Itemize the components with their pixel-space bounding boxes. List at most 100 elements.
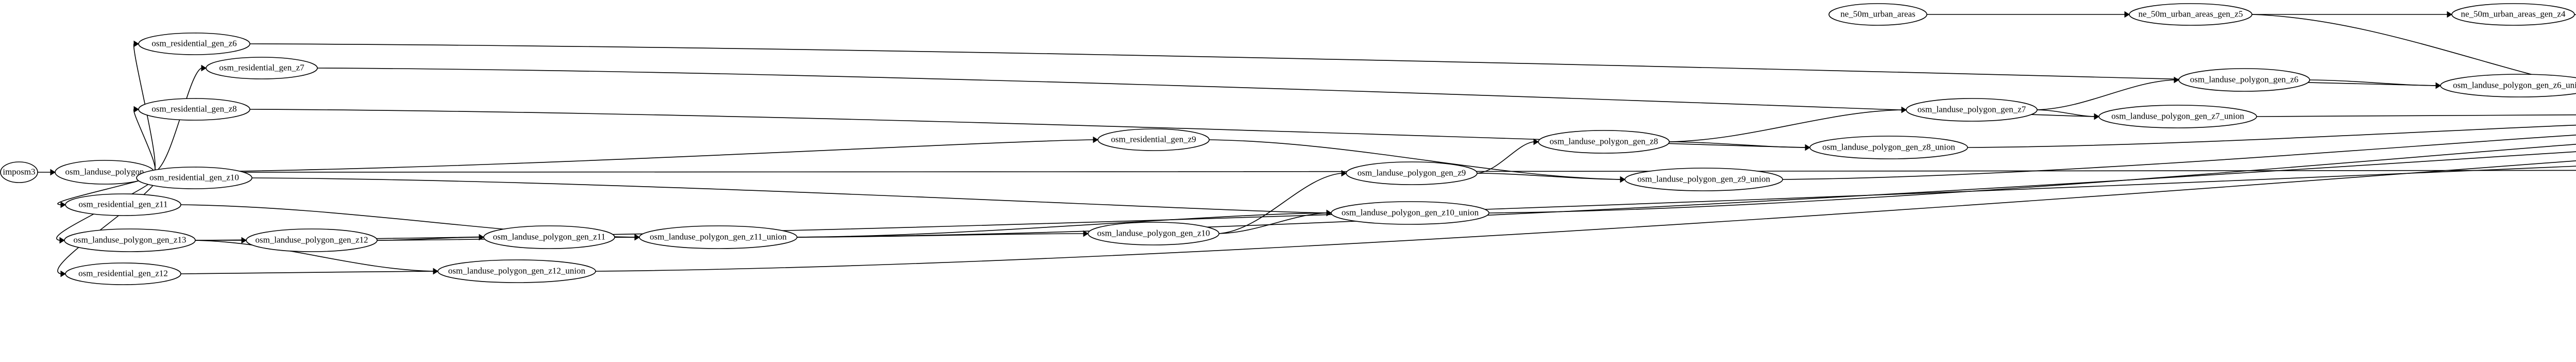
- node-osm_landuse_polygon_gen_z6_union[interactable]: osm_landuse_polygon_gen_z6_union: [2440, 74, 2576, 97]
- node-osm_landuse_polygon_gen_z9_union[interactable]: osm_landuse_polygon_gen_z9_union: [1624, 168, 1783, 191]
- node-shape: [1538, 130, 1670, 154]
- arrowhead: [1533, 138, 1539, 145]
- arrowhead: [2094, 113, 2099, 120]
- node-label: osm_landuse_polygon_gen_z11: [493, 232, 605, 241]
- node-layer: imposm3 osm_landuse_polygon osm_residentia…: [0, 3, 2576, 285]
- node-label: ne_50m_urban_areas_gen_z5: [2139, 9, 2243, 19]
- edge-osm_landuse_polygon-to-osm_residential_gen_z9: [154, 139, 1094, 173]
- arrowhead: [59, 237, 65, 244]
- arrowhead: [60, 201, 66, 208]
- node-osm_residential_gen_z10[interactable]: osm_residential_gen_z10: [136, 167, 252, 189]
- node-shape: [1624, 168, 1783, 191]
- node-label: osm_landuse_polygon_gen_z7_union: [2111, 111, 2244, 121]
- node-osm_landuse_polygon_gen_z7[interactable]: osm_landuse_polygon_gen_z7: [1906, 98, 2038, 122]
- node-osm_landuse_polygon_gen_z8_union[interactable]: osm_landuse_polygon_gen_z8_union: [1809, 136, 1968, 159]
- node-label: osm_residential_gen_z12: [78, 268, 168, 278]
- arrowhead: [60, 270, 66, 277]
- edge-osm_landuse_polygon_gen_z8_union-to-layer_landuse_z8: [1967, 124, 2576, 148]
- node-label: osm_landuse_polygon_gen_z12: [255, 235, 368, 244]
- node-ne_50m_urban_areas[interactable]: ne_50m_urban_areas: [1828, 3, 1927, 26]
- node-shape: [483, 225, 615, 249]
- node-label: osm_landuse_polygon_gen_z7: [1918, 104, 2026, 114]
- node-imposm3[interactable]: imposm3: [0, 161, 38, 183]
- node-osm_residential_gen_z11[interactable]: osm_residential_gen_z11: [65, 193, 181, 216]
- node-shape: [2129, 3, 2252, 26]
- arrowhead: [133, 40, 139, 47]
- node-label: osm_residential_gen_z9: [1111, 134, 1196, 144]
- node-label: imposm3: [3, 167, 35, 176]
- node-shape: [1346, 161, 1478, 185]
- node-shape: [136, 167, 252, 189]
- node-osm_residential_gen_z7[interactable]: osm_residential_gen_z7: [206, 57, 318, 79]
- node-label: osm_residential_gen_z10: [149, 172, 239, 182]
- node-osm_residential_gen_z9[interactable]: osm_residential_gen_z9: [1097, 128, 1210, 151]
- node-osm_landuse_polygon_gen_z11_union[interactable]: osm_landuse_polygon_gen_z11_union: [639, 225, 798, 249]
- node-osm_residential_gen_z6[interactable]: osm_residential_gen_z6: [138, 32, 250, 55]
- arrowhead: [1093, 136, 1098, 143]
- arrowhead: [133, 106, 139, 113]
- node-shape: [2098, 105, 2257, 128]
- node-osm_landuse_polygon_gen_z9[interactable]: osm_landuse_polygon_gen_z9: [1346, 161, 1478, 185]
- node-label: osm_landuse_polygon_gen_z6: [2190, 74, 2299, 84]
- node-osm_landuse_polygon_gen_z10_union[interactable]: osm_landuse_polygon_gen_z10_union: [1331, 201, 1489, 225]
- node-osm_landuse_polygon_gen_z6[interactable]: osm_landuse_polygon_gen_z6: [2178, 68, 2310, 92]
- edge-osm_residential_gen_z12-to-osm_landuse_polygon_gen_z12_union: [180, 271, 434, 274]
- arrowhead: [50, 169, 56, 176]
- node-label: osm_landuse_polygon_gen_z12_union: [448, 266, 586, 275]
- node-osm_landuse_polygon_gen_z12_union[interactable]: osm_landuse_polygon_gen_z12_union: [437, 259, 596, 283]
- edge-osm_landuse_polygon_gen_z12_union-to-layer_landuse_z12: [595, 160, 2576, 272]
- edge-osm_landuse_polygon_gen_z9-to-osm_landuse_polygon_gen_z8: [1477, 141, 1534, 174]
- node-shape: [1809, 136, 1968, 159]
- node-osm_landuse_polygon_gen_z13[interactable]: osm_landuse_polygon_gen_z13: [64, 228, 196, 252]
- edge-layer: [38, 11, 2576, 277]
- arrowhead: [1341, 170, 1347, 177]
- node-shape: [1088, 222, 1219, 245]
- node-osm_landuse_polygon_gen_z10[interactable]: osm_landuse_polygon_gen_z10: [1088, 222, 1219, 245]
- node-osm_landuse_polygon_gen_z8[interactable]: osm_landuse_polygon_gen_z8: [1538, 130, 1670, 154]
- arrowhead: [1620, 176, 1625, 183]
- edge-osm_residential_gen_z10-to-osm_landuse_polygon_gen_z10_union: [251, 177, 1327, 213]
- arrowhead: [634, 234, 640, 241]
- node-shape: [639, 225, 798, 249]
- node-shape: [138, 32, 250, 55]
- arrowhead: [1083, 230, 1089, 237]
- node-shape: [1097, 128, 1210, 151]
- edge-osm_landuse_polygon_gen_z7-to-osm_landuse_polygon_gen_z6: [2037, 79, 2175, 110]
- node-label: osm_landuse_polygon: [65, 167, 144, 176]
- node-ne_50m_urban_areas_gen_z5[interactable]: ne_50m_urban_areas_gen_z5: [2129, 3, 2252, 26]
- node-osm_residential_gen_z12[interactable]: osm_residential_gen_z12: [65, 262, 181, 285]
- node-shape: [1828, 3, 1927, 26]
- node-label: osm_landuse_polygon_gen_z10: [1097, 228, 1210, 238]
- edge-osm_landuse_polygon_gen_z7_union-to-layer_landuse_z7: [2256, 114, 2576, 117]
- node-label: osm_residential_gen_z6: [151, 38, 236, 48]
- edge-osm_landuse_polygon_gen_z13-to-osm_landuse_polygon_gen_z12_union: [195, 240, 434, 272]
- node-osm_landuse_polygon_gen_z12[interactable]: osm_landuse_polygon_gen_z12: [246, 228, 378, 252]
- node-label: osm_landuse_polygon_gen_z8_union: [1822, 142, 1955, 152]
- node-label: osm_residential_gen_z8: [151, 104, 236, 113]
- edge-osm_landuse_polygon_gen_z8-to-osm_landuse_polygon_gen_z7: [1669, 109, 1902, 142]
- node-shape: [65, 262, 181, 285]
- node-shape: [1331, 201, 1489, 225]
- node-osm_residential_gen_z8[interactable]: osm_residential_gen_z8: [138, 98, 250, 121]
- edge-osm_landuse_polygon_gen_z13-to-layer_landuse_z13: [195, 166, 2576, 241]
- edge-osm_residential_gen_z7-to-osm_landuse_polygon_gen_z7_union: [317, 68, 2095, 117]
- node-shape: [64, 228, 196, 252]
- edge-osm_residential_gen_z8-to-osm_landuse_polygon_gen_z8_union: [249, 109, 1806, 148]
- edge-ne_50m_urban_areas_gen_z5-to-layer_landuse_z5: [2251, 14, 2576, 86]
- arrowhead: [201, 64, 207, 72]
- arrowhead: [2124, 11, 2130, 18]
- node-osm_landuse_polygon_gen_z7_union[interactable]: osm_landuse_polygon_gen_z7_union: [2098, 105, 2257, 128]
- node-osm_landuse_polygon_gen_z11[interactable]: osm_landuse_polygon_gen_z11: [483, 225, 615, 249]
- node-ne_50m_urban_areas_gen_z4[interactable]: ne_50m_urban_areas_gen_z4: [2451, 3, 2575, 26]
- arrowhead: [2447, 11, 2452, 18]
- node-label: osm_residential_gen_z11: [78, 199, 167, 209]
- node-label: ne_50m_urban_areas_gen_z4: [2461, 9, 2566, 19]
- node-label: osm_landuse_polygon_gen_z8: [1550, 136, 1658, 146]
- node-osm_landuse_polygon[interactable]: osm_landuse_polygon: [55, 160, 155, 185]
- arrowhead: [1805, 144, 1810, 151]
- edge-osm_residential_gen_z9-to-osm_landuse_polygon_gen_z9_union: [1209, 139, 1621, 180]
- node-shape: [2178, 68, 2310, 92]
- arrowhead: [433, 268, 438, 275]
- node-shape: [0, 161, 38, 183]
- edge-osm_landuse_polygon_gen_z10-to-osm_landuse_polygon_gen_z9: [1218, 173, 1342, 234]
